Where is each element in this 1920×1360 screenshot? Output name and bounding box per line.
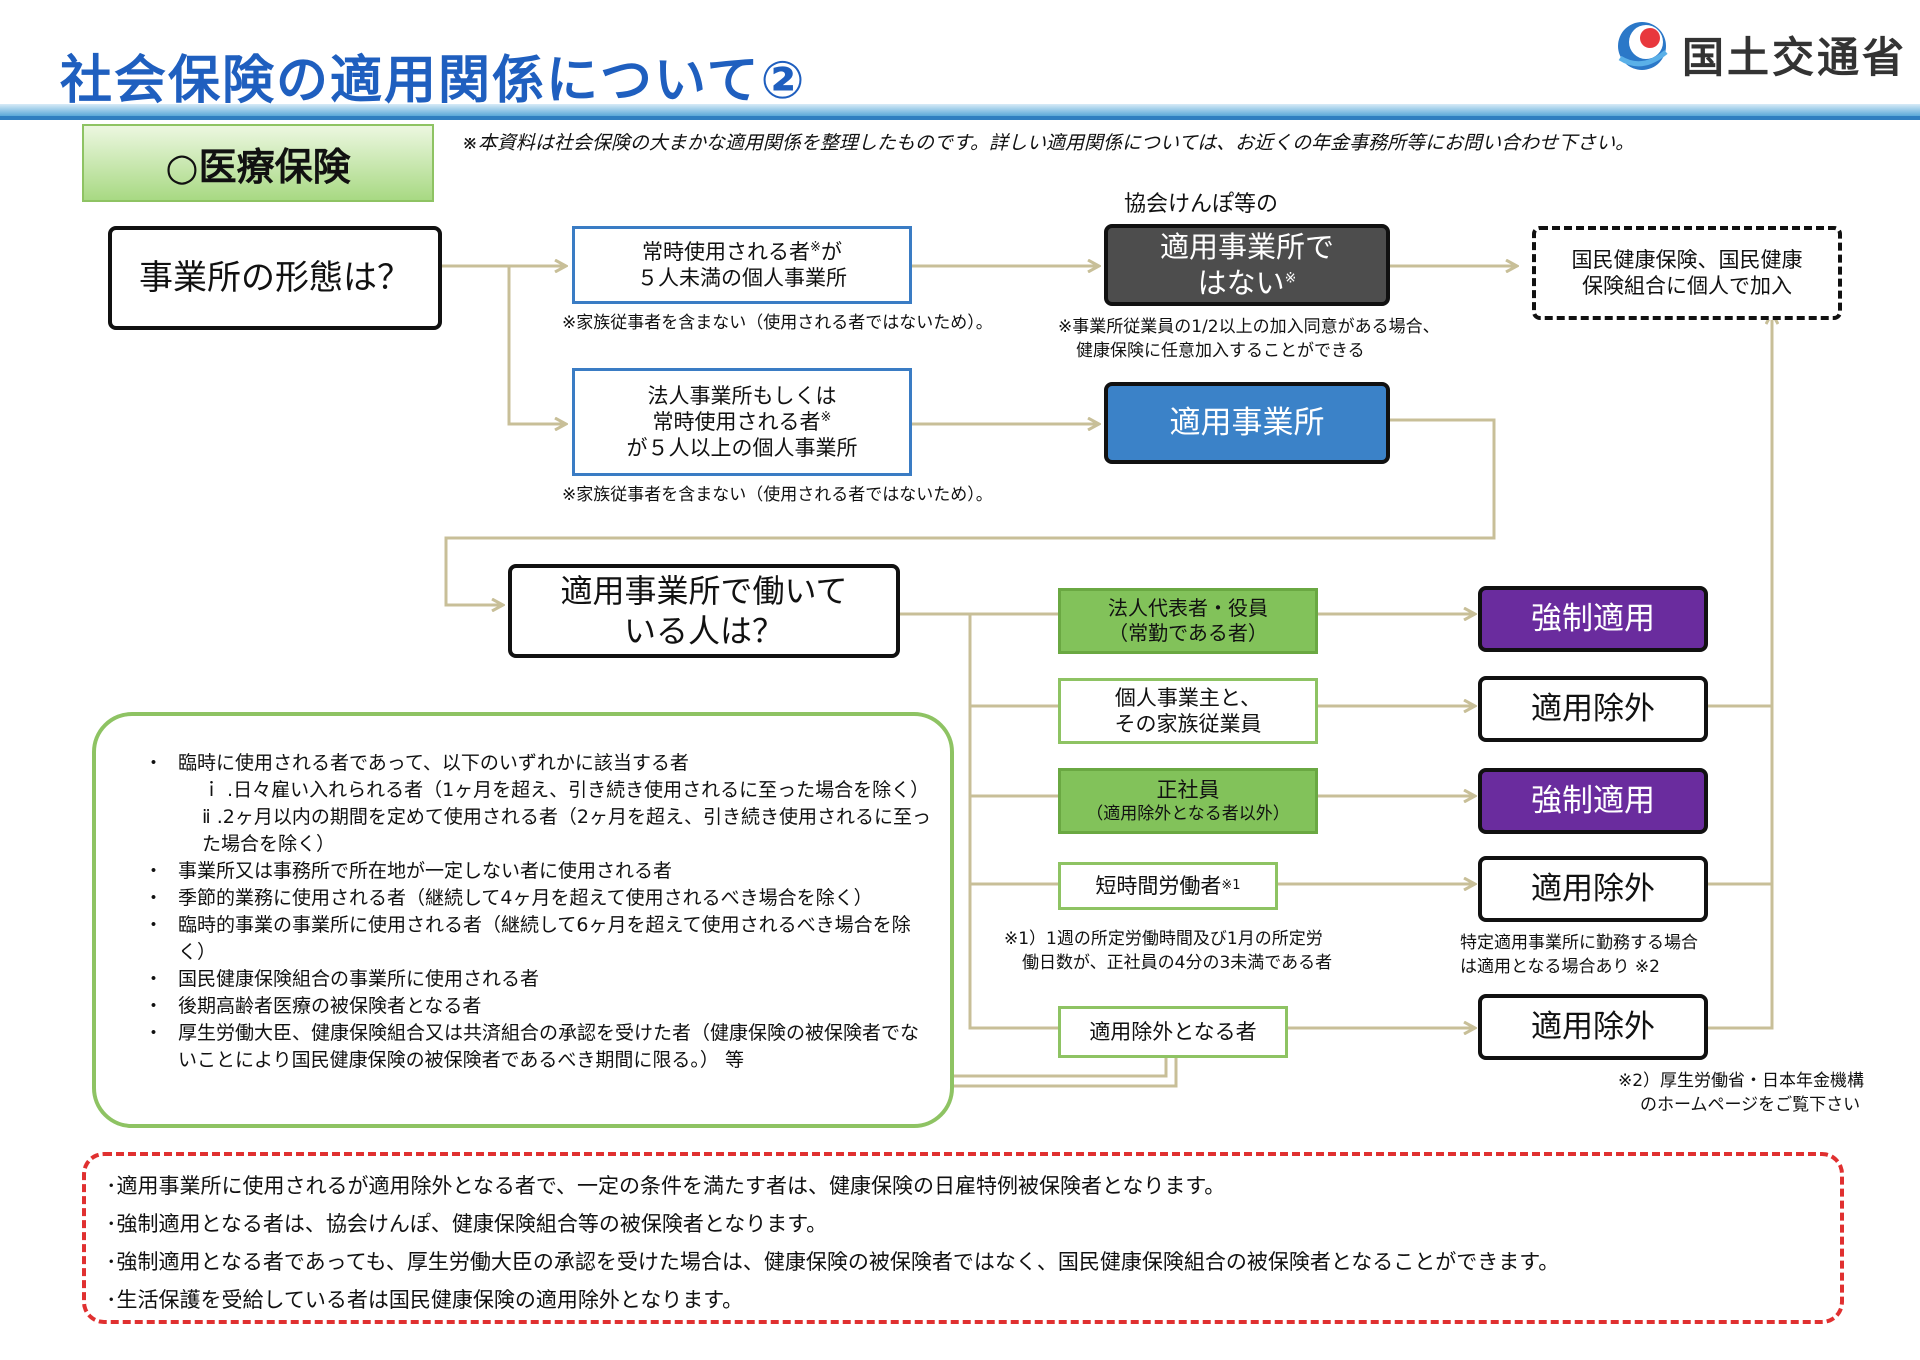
category-excluded: 適用除外となる者	[1058, 1006, 1288, 1058]
not-applicable-box: 適用事業所で はない※	[1104, 224, 1390, 306]
voluntary-note-line1: ※事業所従業員の1/2以上の加入同意がある場合、	[1058, 317, 1440, 337]
ministry-logo: 国土交通省	[1610, 16, 1910, 82]
voluntary-note-line2: 健康保険に任意加入することができる	[1076, 340, 1365, 361]
category-part-time: 短時間労働者※1	[1058, 862, 1278, 910]
exclusion-item: 後期高齢者医療の被保険者となる者	[144, 993, 934, 1020]
special-note-line2: は適用となる場合あり ※2	[1460, 956, 1660, 977]
exclusion-item: 事業所又は事務所で所在地が一定しない者に使用される者	[144, 858, 934, 885]
bottom-note: ･強制適用となる者は、協会けんぽ、健康保険組合等の被保険者となります。	[106, 1212, 828, 1236]
small-business-line2: ５人未満の個人事業所	[637, 266, 847, 290]
bottom-note: ･強制適用となる者であっても、厚生労働大臣の承認を受けた場合は、健康保険の被保険…	[106, 1250, 1560, 1274]
small-business-line1: 常時使用される者	[642, 239, 811, 264]
workers-question-line2: いる人は？	[623, 612, 784, 650]
exclusion-list: 臨時に使用される者であって、以下のいずれかに該当する者 ｉ .日々雇い入れられる…	[144, 750, 934, 1074]
result-excluded-3: 適用除外	[1478, 994, 1708, 1060]
bottom-note: ･適用事業所に使用されるが適用除外となる者で、一定の条件を満たす者は、健康保険の…	[106, 1174, 1226, 1198]
part-time-note: ※1）1週の所定労働時間及び1月の所定労 働日数が、正社員の4分の3未満である者	[1004, 928, 1332, 976]
corporate-business-box: 法人事業所もしくは 常時使用される者※ が５人以上の個人事業所	[572, 368, 912, 476]
national-line1: 国民健康保険、国民健康	[1571, 247, 1803, 272]
category-executives-line2: （常勤である者）	[1108, 621, 1268, 645]
logo-text: 国土交通省	[1682, 33, 1908, 82]
mhlw-note: ※2）厚生労働省・日本年金機構 のホームページをご覧下さい	[1618, 1070, 1864, 1118]
part-time-note-line1: ※1）1週の所定労働時間及び1月の所定労	[1004, 929, 1323, 949]
national-line2: 保険組合に個人で加入	[1582, 274, 1792, 298]
category-sole-proprietor-line1: 個人事業主と、	[1114, 685, 1262, 710]
category-executives: 法人代表者・役員 （常勤である者）	[1058, 588, 1318, 654]
result-excluded-2: 適用除外	[1478, 856, 1708, 922]
corporate-line3: が５人以上の個人事業所	[626, 436, 858, 461]
not-applicable-line1: 適用事業所で	[1159, 229, 1334, 264]
corporate-line2: 常時使用される者	[652, 409, 821, 434]
category-sole-proprietor: 個人事業主と、 その家族従業員	[1058, 678, 1318, 744]
part-time-note-line2: 働日数が、正社員の4分の3未満である者	[1022, 952, 1333, 973]
workers-question-line1: 適用事業所で働いて	[560, 572, 848, 610]
category-regular-employee: 正社員 （適用除外となる者以外）	[1058, 768, 1318, 834]
national-health-insurance-box: 国民健康保険、国民健康 保険組合に個人で加入	[1532, 226, 1842, 320]
footnote-mark: ※	[820, 409, 832, 425]
exclusion-item: 臨時に使用される者であって、以下のいずれかに該当する者	[144, 750, 934, 777]
voluntary-note: ※事業所従業員の1/2以上の加入同意がある場合、 健康保険に任意加入することがで…	[1058, 316, 1440, 364]
exclusion-item: 臨時的事業の事業所に使用される者（継続して6ヶ月を超えて使用されるべき場合を除く…	[144, 912, 934, 966]
exclusion-subitem: ｉ .日々雇い入れられる者（1ヶ月を超え、引き続き使用されるに至った場合を除く）	[202, 779, 930, 801]
small-business-line1b: が	[820, 239, 842, 264]
category-regular-employee-line2: （適用除外となる者以外）	[1086, 803, 1290, 824]
category-regular-employee-line1: 正社員	[1156, 778, 1220, 803]
footnote-mark: ※1	[1221, 877, 1241, 893]
footnote-mark: ※	[810, 239, 821, 255]
workers-question: 適用事業所で働いて いる人は？	[508, 564, 900, 658]
bottom-notes-box: ･適用事業所に使用されるが適用除外となる者で、一定の条件を満たす者は、健康保険の…	[82, 1152, 1844, 1324]
special-note-line1: 特定適用事業所に勤務する場合	[1460, 933, 1698, 953]
result-mandatory-2: 強制適用	[1478, 768, 1708, 834]
kyokai-label: 協会けんぽ等の	[1124, 192, 1279, 217]
result-excluded-1: 適用除外	[1478, 676, 1708, 742]
footnote-mark: ※	[1284, 270, 1297, 287]
not-applicable-line2: はない	[1197, 266, 1285, 300]
bottom-note: ･生活保護を受給している者は国民健康保険の適用除外となります。	[106, 1288, 744, 1312]
special-applicable-note: 特定適用事業所に勤務する場合 は適用となる場合あり ※2	[1460, 932, 1698, 980]
business-type-question: 事業所の形態は？	[108, 226, 442, 330]
family-note-2: ※家族従事者を含まない（使用される者ではないため）。	[562, 485, 993, 505]
applicable-business-box: 適用事業所	[1104, 382, 1390, 464]
mhlw-note-line1: ※2）厚生労働省・日本年金機構	[1618, 1071, 1865, 1091]
page-title: 社会保険の適用関係について②	[60, 51, 807, 111]
result-mandatory-1: 強制適用	[1478, 586, 1708, 652]
corporate-line1: 法人事業所もしくは	[647, 383, 837, 408]
disclaimer-note: ※本資料は社会保険の大まかな適用関係を整理したものです。詳しい適用関係については…	[462, 132, 1635, 154]
title-underline	[0, 104, 1920, 116]
small-business-box: 常時使用される者※が ５人未満の個人事業所	[572, 226, 912, 304]
logo-icon	[1618, 22, 1668, 70]
mhlw-note-line2: のホームページをご覧下さい	[1640, 1094, 1861, 1115]
category-part-time-label: 短時間労働者	[1095, 873, 1222, 898]
category-executives-line1: 法人代表者・役員	[1108, 596, 1268, 620]
exclusion-subitem: ⅱ .2ヶ月以内の期間を定めて使用される者（2ヶ月を超え、引き続き使用されるに至…	[202, 806, 931, 855]
family-note: ※家族従事者を含まない（使用される者ではないため）。	[562, 313, 993, 333]
exclusion-item: 季節的業務に使用される者（継続して4ヶ月を超えて使用されるべき場合を除く）	[144, 885, 934, 912]
exclusion-item: 厚生労働大臣、健康保険組合又は共済組合の承認を受けた者（健康保険の被保険者でない…	[144, 1020, 934, 1074]
section-label: ○医療保険	[82, 124, 434, 202]
exclusion-list-box: 臨時に使用される者であって、以下のいずれかに該当する者 ｉ .日々雇い入れられる…	[92, 712, 954, 1128]
category-sole-proprietor-line2: その家族従業員	[1114, 712, 1262, 736]
title-underline-accent	[0, 116, 1920, 120]
exclusion-item: 国民健康保険組合の事業所に使用される者	[144, 966, 934, 993]
